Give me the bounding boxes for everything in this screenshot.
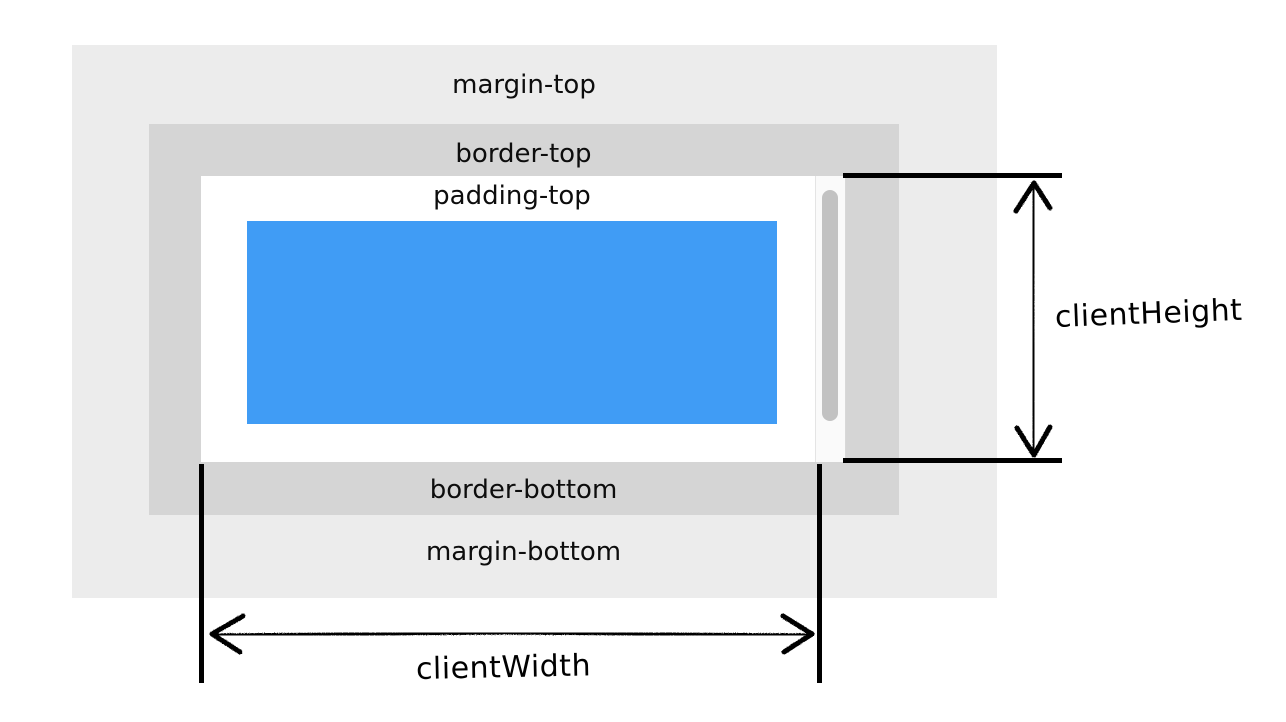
client-width-label: clientWidth xyxy=(415,648,592,687)
margin-top-label: margin-top xyxy=(452,70,596,100)
client-height-arrowhead-up xyxy=(1013,180,1053,214)
margin-bottom-label: margin-bottom xyxy=(425,537,622,567)
content-box xyxy=(247,221,777,424)
border-top-label: border-top xyxy=(455,139,592,169)
client-height-arrow-shaft xyxy=(1031,183,1036,452)
client-width-arrow-shaft xyxy=(214,631,808,637)
padding-top-label: padding-top xyxy=(433,181,591,211)
client-width-arrowhead-right xyxy=(780,613,815,655)
vertical-scrollbar-thumb[interactable] xyxy=(822,190,838,421)
client-width-arrowhead-left xyxy=(209,613,246,655)
border-bottom-label: border-bottom xyxy=(429,475,618,505)
client-height-label: clientHeight xyxy=(1054,292,1244,335)
client-height-arrowhead-down xyxy=(1014,424,1053,458)
